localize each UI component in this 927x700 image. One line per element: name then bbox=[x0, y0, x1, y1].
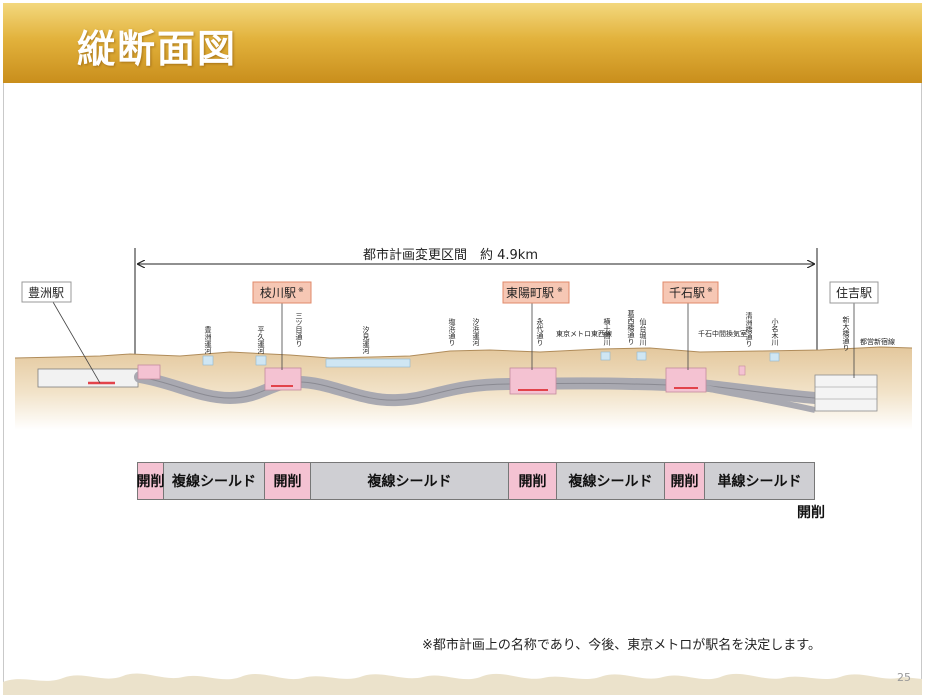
landmark-onagi-river: 小名木川 bbox=[771, 317, 779, 346]
section-open-cut: 開削 bbox=[665, 463, 705, 499]
landmark-shiohama-canal: 汐浜運河 bbox=[472, 317, 480, 346]
station-edagawa: 枝川駅 ※ bbox=[252, 281, 312, 304]
landmark-labels: 豊洲運河 平久運河 三ツ目通り 汐見運河 塩浜通り 汐浜運河 永代通り 東京メト… bbox=[204, 309, 895, 354]
footnote: ※都市計画上の名称であり、今後、東京メトロが駅名を決定します。 bbox=[422, 638, 821, 653]
heikyu-canal-water bbox=[255, 355, 267, 366]
landmark-heikyu-canal: 平久運河 bbox=[257, 326, 265, 354]
section-shield: 複線シールド bbox=[557, 463, 665, 499]
onagi-river-water bbox=[769, 352, 780, 362]
section-label: 開削 bbox=[518, 474, 547, 490]
slide-frame bbox=[3, 3, 922, 695]
station-note: ※ bbox=[298, 286, 304, 294]
landmark-sendaibori-river: 仙台堀川 bbox=[639, 317, 647, 346]
section-label: 複線シールド bbox=[367, 474, 452, 490]
station-label: 豊洲駅 bbox=[28, 286, 64, 300]
landmark-toyosu-canal: 豊洲運河 bbox=[204, 325, 212, 354]
section-label: 開削 bbox=[670, 474, 699, 490]
section-label: 複線シールド bbox=[568, 474, 653, 490]
station-label: 住吉駅 bbox=[836, 286, 872, 300]
single-track-tunnel bbox=[699, 384, 816, 413]
station-toyosu: 豊洲駅 bbox=[21, 281, 72, 303]
end-open-cut-label: 開削 bbox=[797, 505, 825, 521]
station-note: ※ bbox=[557, 286, 563, 294]
landmark-katsushika-dori: 葛西橋通り bbox=[627, 309, 635, 345]
section-shield: 複線シールド bbox=[164, 463, 265, 499]
section-label: 単線シールド bbox=[717, 474, 802, 490]
landmark-yokojukken-river: 横十間川 bbox=[603, 317, 611, 346]
section-shield: 複線シールド bbox=[311, 463, 509, 499]
section-label: 開削 bbox=[273, 474, 302, 490]
page-number: 25 bbox=[897, 671, 911, 684]
landmark-mitsume-dori: 三ツ目通り bbox=[295, 312, 303, 347]
landmark-tozai-line: 東京メトロ東西線 bbox=[556, 329, 612, 338]
landmark-kiyosumibashi-dori: 清洲橋通り bbox=[745, 311, 753, 347]
toyosu-leader bbox=[52, 301, 101, 384]
page-title: 縦断面図 bbox=[77, 27, 238, 71]
ground-surface bbox=[14, 346, 913, 359]
section-open-cut: 開削 bbox=[509, 463, 557, 499]
span-label: 都市計画変更区間 約 4.9km bbox=[363, 247, 538, 263]
sumiyoshi-station-structure bbox=[814, 374, 878, 412]
landmark-ventilation: 千石中間換気室 bbox=[698, 329, 747, 338]
section-label: 開削 bbox=[136, 474, 165, 490]
ventilation-shaft bbox=[738, 365, 746, 376]
landmark-shin-ohashi-dori: 新大橋通り bbox=[842, 315, 850, 351]
station-label: 東陽町駅 bbox=[506, 286, 554, 300]
section-label: 複線シールド bbox=[172, 474, 256, 490]
toyosu-station-structure bbox=[37, 368, 139, 388]
sendaibori-river-water bbox=[636, 351, 647, 361]
station-sengoku: 千石駅 ※ bbox=[662, 281, 719, 304]
construction-method-bar: 開削 複線シールド 開削 複線シールド 開削 複線シールド 開削 単線シールド bbox=[137, 462, 815, 500]
landmark-shiomi-canal: 汐見運河 bbox=[362, 325, 370, 354]
section-single-shield: 単線シールド bbox=[705, 463, 814, 499]
yokojukken-river-water bbox=[600, 351, 611, 361]
city-silhouette-decoration bbox=[3, 673, 922, 695]
edagawa-station-box bbox=[264, 367, 302, 391]
shiomi-canal-water bbox=[325, 358, 411, 368]
landmark-eitai-dori: 永代通り bbox=[536, 317, 544, 346]
station-toyocho: 東陽町駅 ※ bbox=[502, 281, 570, 304]
station-label: 枝川駅 bbox=[260, 285, 296, 300]
toyosu-canal-water bbox=[202, 355, 214, 366]
title-bar: 縦断面図 bbox=[3, 3, 922, 83]
landmark-shiohama-dori: 塩浜通り bbox=[448, 317, 456, 346]
station-label: 千石駅 bbox=[669, 286, 705, 300]
station-sumiyoshi: 住吉駅 bbox=[829, 281, 879, 304]
station-note: ※ bbox=[707, 286, 713, 294]
open-cut-box-start bbox=[137, 364, 161, 380]
section-open-cut: 開削 bbox=[136, 463, 165, 499]
section-open-cut: 開削 bbox=[265, 463, 311, 499]
landmark-toei-shinjuku: 都営新宿線 bbox=[860, 337, 895, 346]
